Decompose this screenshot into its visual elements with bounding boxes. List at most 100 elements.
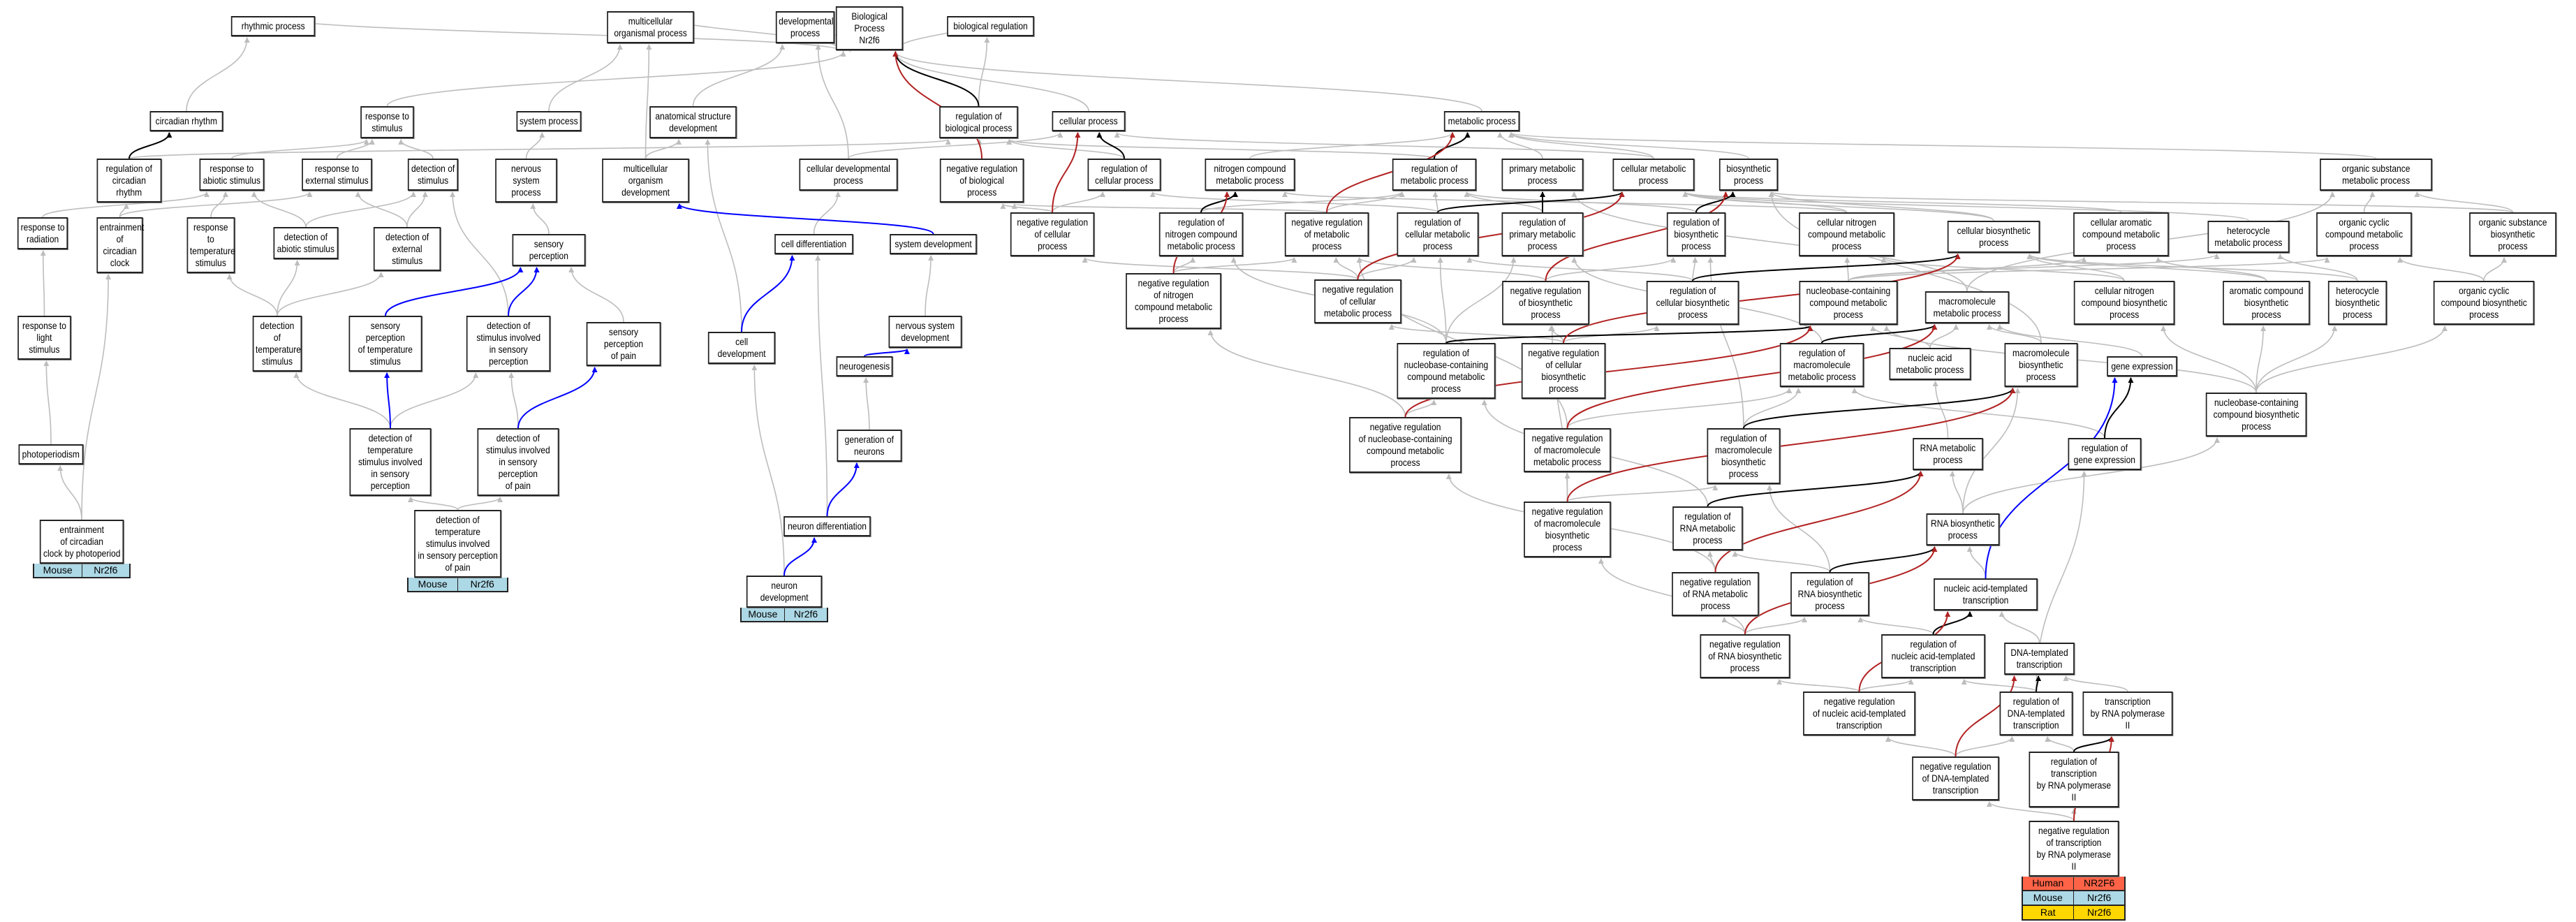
go-term-node[interactable]: heterocycle biosynthetic process (2323, 281, 2392, 325)
go-term-node[interactable]: regulation of cellular process (1082, 158, 1167, 191)
go-term-node[interactable]: response to external stimulus (296, 158, 378, 191)
go-term-node[interactable]: biosynthetic process (1714, 158, 1783, 191)
go-term-node[interactable]: negative regulation of cellular metaboli… (1307, 279, 1408, 324)
go-term-node[interactable]: rhythmic process (224, 16, 322, 37)
go-term-node[interactable]: multicellular organism development (595, 158, 696, 203)
go-term-node[interactable]: negative regulation of RNA metabolic pro… (1665, 572, 1766, 616)
go-term-node[interactable]: response to temperature stimulus (183, 217, 239, 274)
go-term-node[interactable]: cell differentiation (768, 233, 860, 254)
go-term-node[interactable]: cellular nitrogen compound metabolic pro… (1791, 212, 1902, 257)
go-term-node[interactable]: sensory perception of temperature stimul… (343, 315, 428, 372)
go-term-node[interactable]: detection of temperature stimulus involv… (406, 510, 508, 593)
go-term-node[interactable]: DNA-templated transcription (1999, 642, 2080, 675)
go-term-node[interactable]: developmental process (771, 11, 839, 44)
go-term-node[interactable]: neuron differentiation (777, 516, 878, 537)
go-term-node[interactable]: nervous system process (490, 158, 562, 203)
go-term-node[interactable]: detection of stimulus involved in sensor… (471, 428, 566, 497)
go-term-node[interactable]: negative regulation of transcription by … (2021, 820, 2126, 921)
go-term-node[interactable]: detection of abiotic stimulus (268, 227, 344, 260)
go-term-node[interactable]: detection of temperature stimulus involv… (343, 428, 438, 497)
go-term-node[interactable]: biological regulation (940, 16, 1041, 37)
go-term-node[interactable]: photoperiodism (13, 444, 89, 465)
go-term-node[interactable]: circadian rhythm (144, 111, 229, 132)
go-term-node[interactable]: detection of external stimulus (368, 227, 446, 272)
go-term-node[interactable]: negative regulation of nucleic acid-temp… (1794, 691, 1924, 736)
go-term-node[interactable]: regulation of RNA biosynthetic process (1784, 572, 1876, 616)
go-term-node[interactable]: regulation of cellular metabolic process (1390, 212, 1485, 257)
go-term-node[interactable]: regulation of RNA metabolic process (1667, 506, 1749, 551)
go-term-node[interactable]: entrainment of circadian clock (93, 217, 147, 274)
go-term-node[interactable]: sensory perception (506, 233, 591, 266)
go-term-node[interactable]: cellular nitrogen compound biosynthetic … (2066, 281, 2183, 325)
go-term-node[interactable]: sensory perception of pain (580, 321, 667, 366)
go-term-node[interactable]: response to radiation (13, 217, 72, 250)
go-term-node[interactable]: regulation of gene expression (2062, 438, 2147, 471)
go-term-node[interactable]: regulation of macromolecule biosynthetic… (1701, 428, 1786, 485)
go-term-node[interactable]: cellular metabolic process (1606, 158, 1701, 191)
go-term-node[interactable]: regulation of circadian rhythm (91, 158, 167, 203)
go-term-node[interactable]: RNA biosynthetic process (1920, 513, 2005, 546)
go-term-node[interactable]: cell development (702, 332, 781, 365)
go-term-node[interactable]: macromolecule biosynthetic process (1999, 343, 2084, 388)
go-term-node[interactable]: regulation of primary metabolic process (1495, 212, 1590, 257)
go-term-node[interactable]: detection of stimulus involved in sensor… (459, 315, 557, 372)
go-term-node[interactable]: nucleic acid-templated transcription (1925, 578, 2046, 611)
go-term-node[interactable]: organic substance metabolic process (2311, 158, 2441, 191)
go-term-node[interactable]: cellular process (1046, 111, 1131, 132)
go-term-node[interactable]: system development (883, 233, 984, 254)
go-term-node[interactable]: organic cyclic compound metabolic proces… (2309, 212, 2420, 257)
go-term-node[interactable]: negative regulation of macromolecule bio… (1517, 502, 1618, 558)
go-term-node[interactable]: organic substance biosynthetic process (2462, 212, 2563, 257)
go-term-node[interactable]: negative regulation of cellular process (1003, 212, 1101, 257)
go-term-node[interactable]: primary metabolic process (1495, 158, 1590, 191)
go-term-node[interactable]: system process (511, 111, 587, 132)
go-term-node[interactable]: aromatic compound biosynthetic process (2216, 281, 2317, 325)
go-term-node[interactable]: regulation of biological process (933, 106, 1024, 139)
go-term-node[interactable]: generation of neurons (832, 430, 907, 462)
go-term-node[interactable]: negative regulation of macromolecule met… (1517, 428, 1618, 473)
go-term-node[interactable]: response to stimulus (356, 106, 418, 139)
go-term-node[interactable]: RNA metabolic process (1907, 438, 1989, 471)
go-term-node[interactable]: regulation of macromolecule metabolic pr… (1773, 343, 1871, 388)
go-term-node[interactable]: regulation of transcription by RNA polym… (2022, 752, 2126, 808)
go-term-node[interactable]: neurogenesis (832, 356, 897, 377)
go-term-node[interactable]: metabolic process (1438, 111, 1526, 132)
go-term-node[interactable]: nervous system development (883, 315, 968, 348)
go-term-node[interactable]: nitrogen compound metabolic process (1198, 158, 1302, 191)
go-term-node[interactable]: entrainment of circadian clock by photop… (32, 520, 131, 579)
go-term-node[interactable]: organic cyclic compound biosynthetic pro… (2425, 281, 2542, 325)
go-term-node[interactable]: cellular developmental process (791, 158, 906, 191)
go-term-node[interactable]: negative regulation of RNA biosynthetic … (1693, 634, 1797, 678)
go-term-node[interactable]: anatomical structure development (642, 106, 744, 139)
go-term-node[interactable]: Biological Process Nr2f6 (830, 6, 908, 51)
go-term-node[interactable]: negative regulation of biological proces… (933, 158, 1031, 203)
go-term-node[interactable]: response to abiotic stimulus (194, 158, 270, 191)
go-term-node[interactable]: nucleobase-containing compound metabolic… (1791, 281, 1906, 325)
go-term-node[interactable]: negative regulation of metabolic process (1278, 212, 1376, 257)
go-term-node[interactable]: negative regulation of nucleobase-contai… (1340, 416, 1471, 473)
go-term-node[interactable]: negative regulation of nitrogen compound… (1118, 272, 1229, 329)
go-term-node[interactable]: nucleic acid metabolic process (1883, 348, 1978, 381)
go-term-node[interactable]: negative regulation of cellular biosynth… (1515, 343, 1612, 400)
go-term-node[interactable]: gene expression (2101, 356, 2183, 377)
go-term-node[interactable]: response to light stimulus (13, 315, 75, 360)
go-term-node[interactable]: detection of temperature stimulus (249, 315, 306, 372)
go-term-node[interactable]: regulation of nitrogen compound metaboli… (1152, 212, 1250, 257)
go-term-node[interactable]: detection of stimulus (404, 158, 462, 191)
go-term-node[interactable]: regulation of DNA-templated transcriptio… (1994, 691, 2079, 736)
go-term-node[interactable]: regulation of metabolic process (1385, 158, 1483, 191)
go-term-node[interactable]: negative regulation of biosynthetic proc… (1495, 281, 1596, 325)
go-term-node[interactable]: heterocycle metabolic process (2201, 220, 2296, 253)
go-term-node[interactable]: regulation of nucleobase-containing comp… (1389, 343, 1503, 400)
go-term-node[interactable]: negative regulation of DNA-templated tra… (1905, 756, 2006, 801)
go-term-node[interactable]: cellular aromatic compound metabolic pro… (2066, 212, 2177, 257)
go-term-node[interactable]: multicellular organismal process (600, 11, 701, 44)
go-term-node[interactable]: cellular biosynthetic process (1940, 220, 2047, 253)
go-term-node[interactable]: regulation of biosynthetic process (1662, 212, 1730, 257)
go-term-node[interactable]: transcription by RNA polymerase II (2075, 691, 2180, 736)
go-term-node[interactable]: regulation of cellular biosynthetic proc… (1639, 281, 1746, 325)
go-term-node[interactable]: regulation of nucleic acid-templated tra… (1873, 634, 1994, 678)
go-term-node[interactable]: nucleobase-containing compound biosynthe… (2198, 392, 2315, 437)
go-term-node[interactable]: macromolecule metabolic process (1918, 291, 2016, 323)
